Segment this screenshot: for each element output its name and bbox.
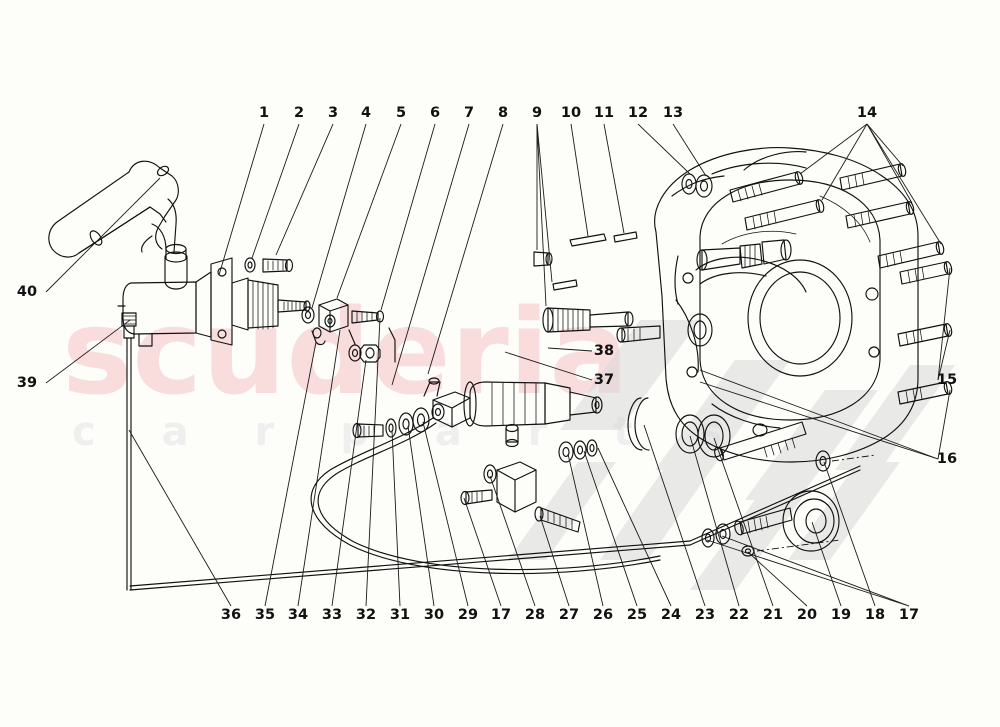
callout-24[interactable]: 24 [660,607,682,623]
seal-ring-set [627,397,731,458]
callout-20[interactable]: 20 [796,607,818,623]
callout-40[interactable]: 40 [16,284,38,300]
callout-31[interactable]: 31 [389,607,411,623]
bleed-screw-assembly [121,312,137,591]
callout-5[interactable]: 5 [395,105,407,121]
callout-29[interactable]: 29 [457,607,479,623]
clutch-hose-assembly [48,160,179,258]
callout-23[interactable]: 23 [694,607,716,623]
fluid-pipe-runs [129,417,861,591]
callout-1[interactable]: 1 [258,105,270,121]
callout-28[interactable]: 28 [524,607,546,623]
callout-18[interactable]: 18 [864,607,886,623]
callout-13[interactable]: 13 [662,105,684,121]
callout-25[interactable]: 25 [626,607,648,623]
callout-2[interactable]: 2 [293,105,305,121]
callout-37[interactable]: 37 [593,372,615,388]
callout-10[interactable]: 10 [560,105,582,121]
release-bearing-shaft [696,239,792,271]
callout-19[interactable]: 19 [830,607,852,623]
pipe-bracket-assembly [460,439,598,533]
leader-lines [45,123,951,607]
callout-8[interactable]: 8 [497,105,509,121]
callout-27[interactable]: 27 [558,607,580,623]
callout-21[interactable]: 21 [762,607,784,623]
flange-nut-pair [681,173,713,198]
callout-17-a[interactable]: 17 [490,607,512,623]
lower-right-hardware [701,421,877,557]
input-shaft-sleeve [533,231,638,333]
callout-9[interactable]: 9 [531,105,543,121]
callout-36[interactable]: 36 [220,607,242,623]
callout-4[interactable]: 4 [360,105,372,121]
hatch-watermark [508,320,955,590]
callout-34[interactable]: 34 [287,607,309,623]
callout-12[interactable]: 12 [627,105,649,121]
callout-22[interactable]: 22 [728,607,750,623]
callout-3[interactable]: 3 [327,105,339,121]
callout-26[interactable]: 26 [592,607,614,623]
housing-stud-set [616,163,953,405]
callout-7[interactable]: 7 [463,105,475,121]
callout-14[interactable]: 14 [856,105,878,121]
callout-38[interactable]: 38 [593,343,615,359]
callout-17-b[interactable]: 17 [898,607,920,623]
callout-15[interactable]: 15 [936,372,958,388]
hardware-cluster-upper [244,257,396,363]
callout-32[interactable]: 32 [355,607,377,623]
callout-6[interactable]: 6 [429,105,441,121]
callout-16[interactable]: 16 [936,451,958,467]
callout-33[interactable]: 33 [321,607,343,623]
callout-30[interactable]: 30 [423,607,445,623]
callout-39[interactable]: 39 [16,375,38,391]
callout-35[interactable]: 35 [254,607,276,623]
callout-11[interactable]: 11 [593,105,615,121]
